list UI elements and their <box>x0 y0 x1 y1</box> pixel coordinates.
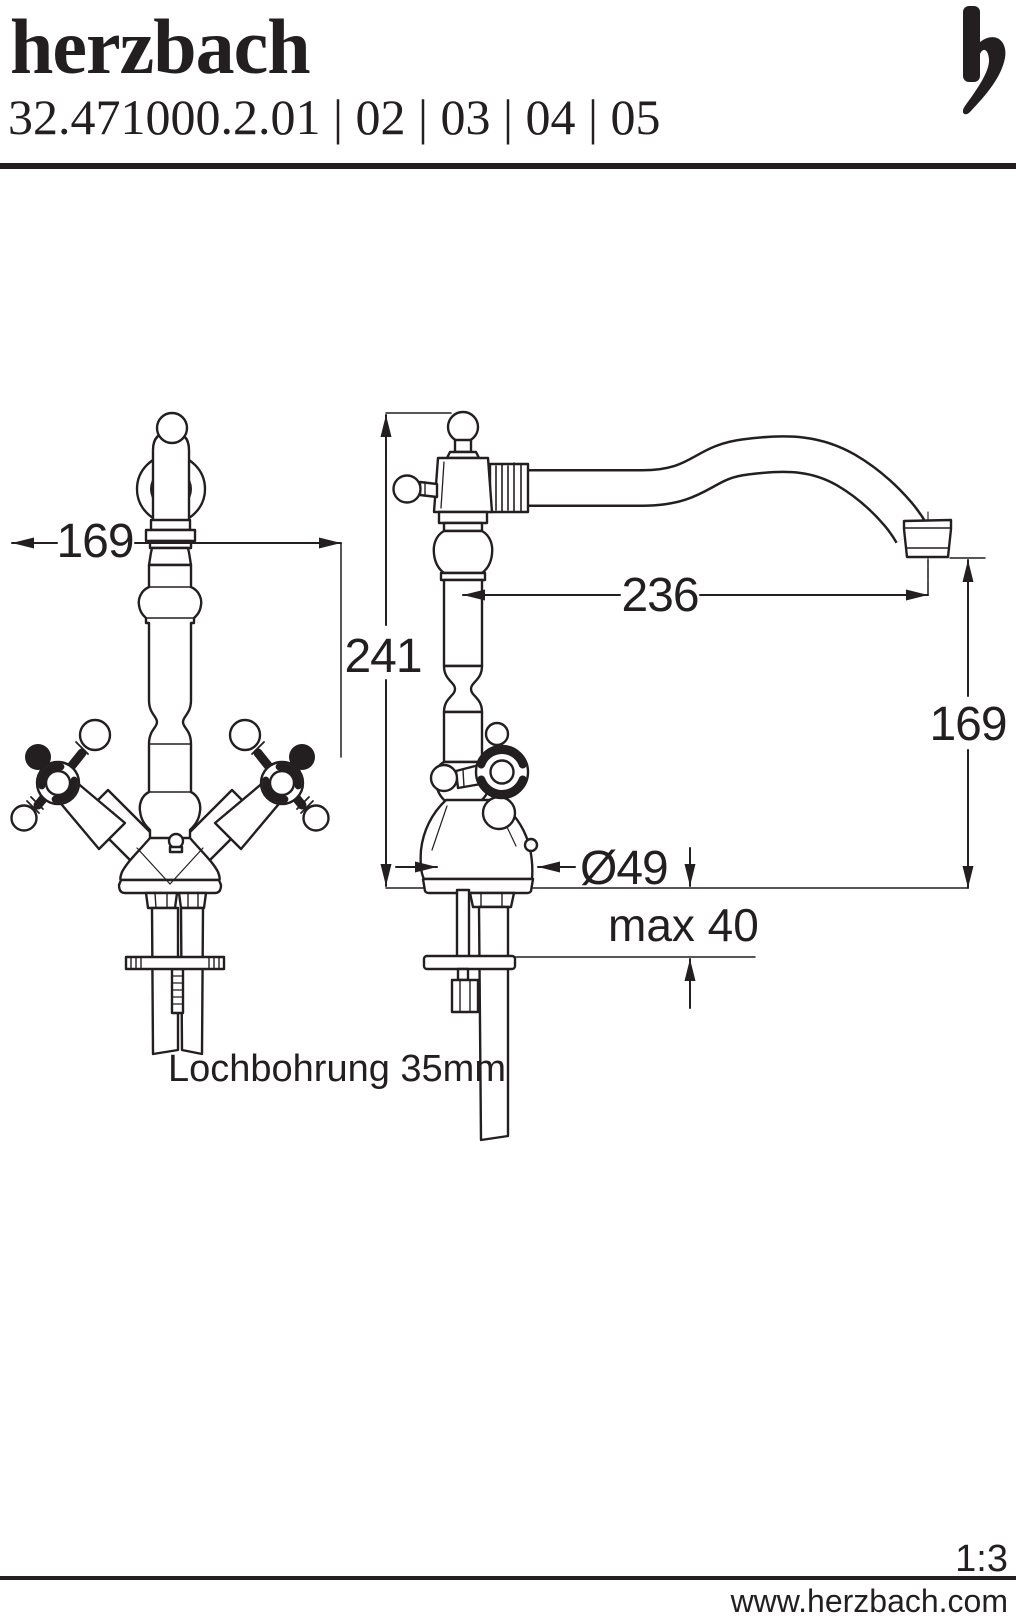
side-view <box>385 410 968 1142</box>
product-code: 32.471000.2.01 | 02 | 03 | 04 | 05 <box>8 89 661 145</box>
footer-divider <box>0 1576 1016 1580</box>
dim-label-spout-reach: 236 <box>621 569 698 622</box>
hole-drilling-note: Lochbohrung 35mm <box>168 1048 506 1090</box>
dim-spout-reach <box>462 559 929 601</box>
dimension-lines <box>11 412 986 1009</box>
dim-label-max-thickness: max 40 <box>608 899 759 951</box>
dim-label-width-front: 169 <box>56 515 133 568</box>
dim-label-base-diameter: Ø49 <box>580 842 668 895</box>
handle-side <box>429 721 530 831</box>
handle-left <box>10 718 127 851</box>
dim-spout-height <box>949 557 986 889</box>
dim-width-front <box>11 537 342 758</box>
brand-logo-text: herzbach <box>10 3 311 90</box>
dim-label-spout-height: 169 <box>929 698 1006 751</box>
website-link[interactable]: www.herzbach.com <box>730 1583 1008 1616</box>
front-view <box>10 411 330 1056</box>
herzbach-h-icon <box>962 6 1006 115</box>
handle-right <box>213 718 330 851</box>
header-divider <box>0 163 1016 169</box>
drawing-scale: 1:3 <box>955 1538 1008 1580</box>
dim-max-thickness <box>514 847 756 1009</box>
dim-total-height <box>380 412 452 887</box>
dim-label-total-height: 241 <box>344 630 421 683</box>
